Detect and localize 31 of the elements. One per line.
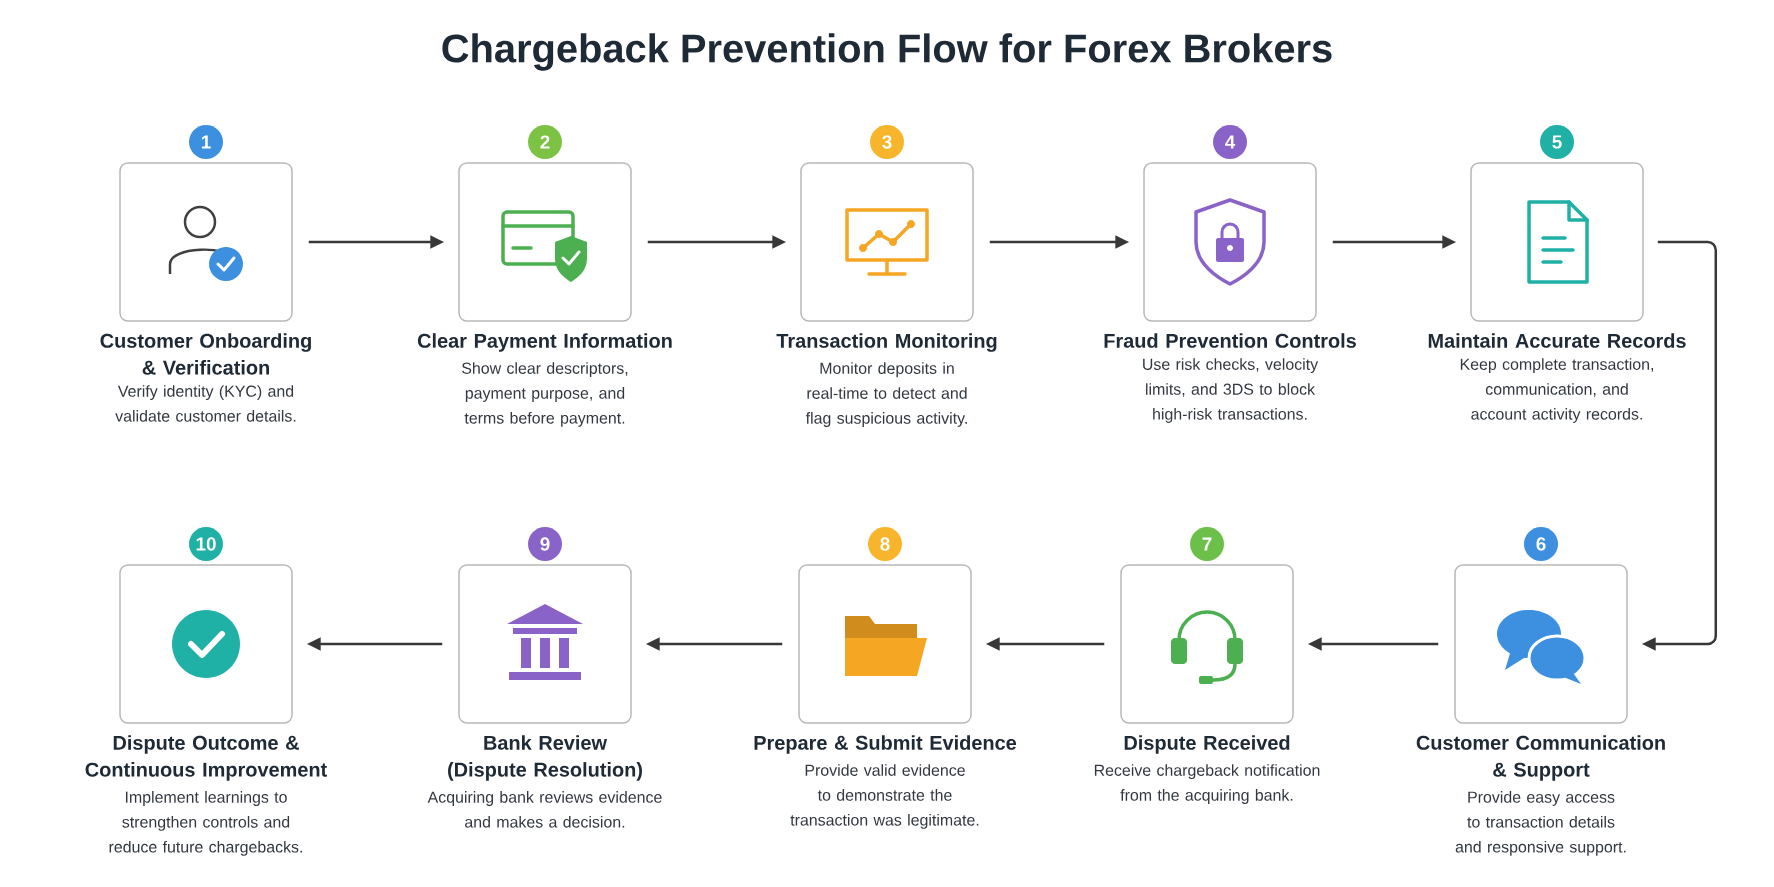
step-description: Implement learnings to strengthen controls and reduce future chargebacks. <box>109 791 302 856</box>
number-badge: 2 <box>528 125 562 159</box>
step-title: Dispute Outcome & Continuous Improvement <box>85 735 327 781</box>
step-title: Fraud Prevention Controls <box>1104 333 1356 348</box>
step-title: Bank Review (Dispute Resolution) <box>448 735 642 781</box>
number-badge: 4 <box>1213 125 1247 159</box>
step-description: Monitor deposits in real-time to detect and flag suspicious activity. <box>805 362 967 427</box>
title: Chargeback Prevention Flow for Forex Brokers <box>442 33 1332 71</box>
step-title: Transaction Monitoring <box>776 333 997 352</box>
number-badge: 9 <box>528 527 562 561</box>
number-badge: 8 <box>868 527 902 561</box>
step-description: Keep complete transaction, communication, and account activity records. <box>1460 358 1653 423</box>
number-badge: 5 <box>1540 125 1574 159</box>
step-title: Clear Payment Information <box>417 333 672 352</box>
step-description: Receive chargeback notification from the acquiring bank. <box>1094 764 1320 804</box>
number-badge: 7 <box>1190 527 1224 561</box>
step-title: Customer Onboarding & Verification <box>100 333 311 375</box>
step-description: Show clear descriptors, payment purpose, and terms before payment. <box>462 362 628 427</box>
number-badge: 3 <box>870 125 904 159</box>
number-badge: 1 <box>189 125 223 159</box>
step-description: Provide valid evidence to demonstrate the transaction was legitimate. <box>790 764 979 829</box>
step-title: Customer Communication & Support <box>1416 735 1665 781</box>
step-description: Acquiring bank reviews evidence and makes a decision. <box>427 791 662 828</box>
step-description: Use risk checks, velocity limits, and 3DS to block high-risk transactions. <box>1143 358 1319 423</box>
number-badge: 6 <box>1524 527 1558 561</box>
number-badge: 10 <box>189 527 223 561</box>
step-description: Verify identity (KYC) and validate customer details. <box>115 385 296 422</box>
step-description: Provide easy access to transaction details and responsive support. <box>1455 791 1626 856</box>
step-title: Prepare & Submit Evidence <box>754 735 1017 754</box>
step-title: Dispute Received <box>1124 735 1290 754</box>
step-title: Maintain Accurate Records <box>1428 333 1686 348</box>
